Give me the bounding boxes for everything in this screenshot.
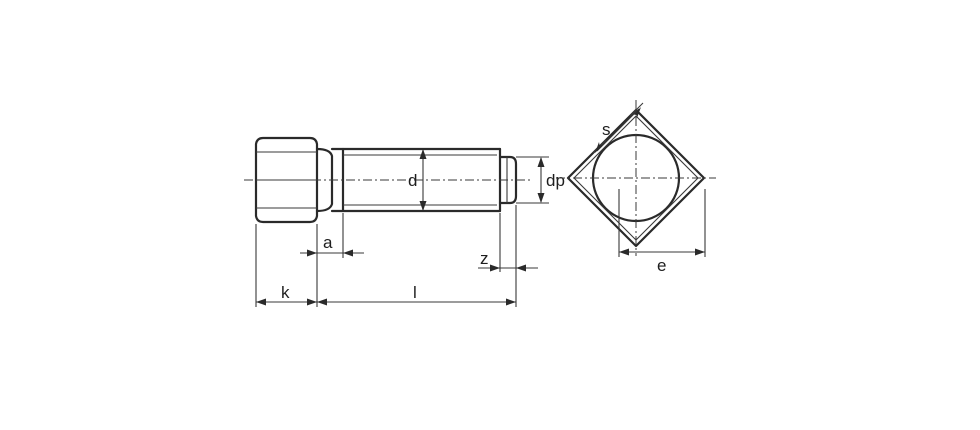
- label-d: d: [408, 171, 417, 190]
- label-e: e: [657, 256, 666, 275]
- dimension-z: z: [478, 249, 538, 272]
- label-l: l: [413, 283, 417, 302]
- label-z: z: [480, 249, 489, 268]
- dimension-d: d: [408, 149, 427, 211]
- square-head-outline: [566, 108, 706, 248]
- label-k: k: [281, 283, 290, 302]
- dimension-a: a: [300, 233, 364, 257]
- dimension-k: k: [256, 283, 317, 306]
- label-dp: dp: [546, 171, 565, 190]
- dimension-dp: dp: [537, 157, 565, 203]
- dimension-s: s: [595, 107, 641, 153]
- dimension-e: e: [619, 248, 705, 275]
- bolt-side-view: [244, 136, 549, 307]
- label-a: a: [323, 233, 333, 252]
- dimension-l: l: [317, 283, 516, 306]
- label-s: s: [602, 120, 611, 139]
- bolt-end-view: [556, 100, 716, 257]
